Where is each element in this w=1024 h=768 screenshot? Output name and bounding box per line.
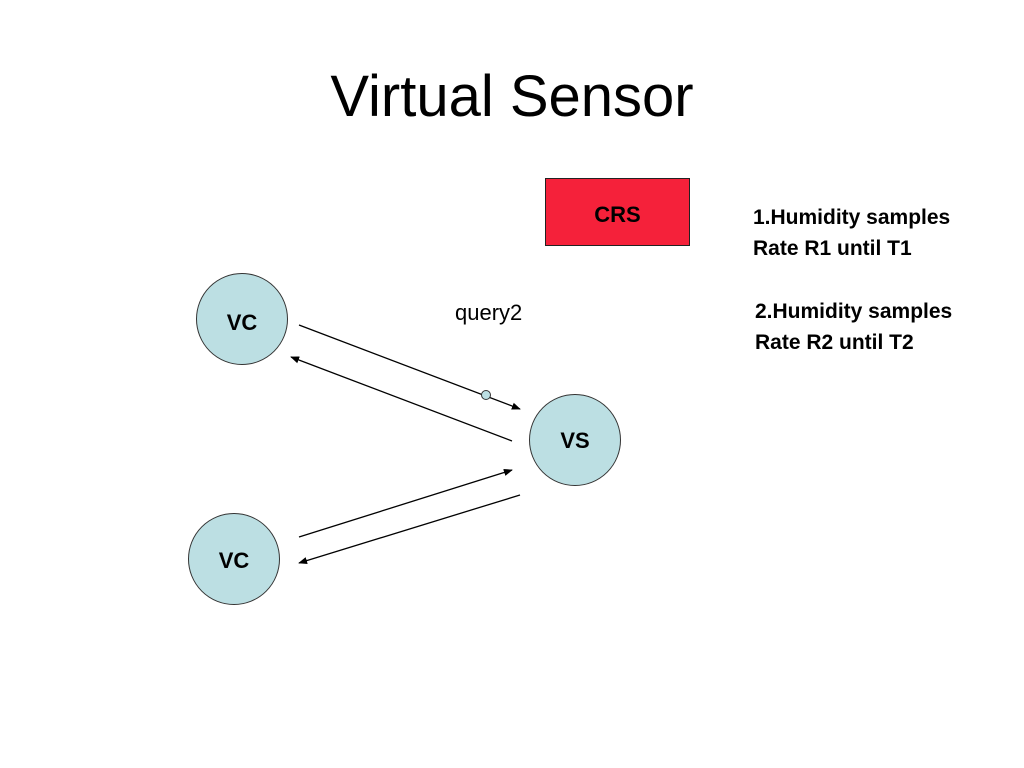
arrow-vs-to-vc-top bbox=[290, 356, 513, 442]
query-packet-dot bbox=[481, 390, 491, 400]
crs-label: CRS bbox=[594, 202, 641, 227]
note-1: 1.Humidity samples Rate R1 until T1 bbox=[753, 202, 950, 264]
crs-box: CRS bbox=[545, 178, 690, 246]
note-2-line-1: 2.Humidity samples bbox=[755, 300, 953, 323]
arrow-vc-bottom-to-vs bbox=[298, 468, 513, 538]
vc-node-bottom-label: VC bbox=[218, 548, 250, 573]
note-2-line-2: Rate R2 until T2 bbox=[755, 331, 914, 354]
vc-node-bottom: VC bbox=[188, 513, 280, 605]
query-label: query2 bbox=[455, 300, 523, 325]
note-2: 2.Humidity samples Rate R2 until T2 bbox=[755, 296, 952, 358]
slide-title: Virtual Sensor bbox=[330, 64, 694, 129]
note-1-line-1: 1.Humidity samples bbox=[753, 206, 951, 229]
vs-node-label: VS bbox=[560, 428, 590, 453]
vs-node: VS bbox=[529, 394, 621, 486]
note-1-line-2: Rate R1 until T1 bbox=[753, 237, 912, 260]
vc-node-top-label: VC bbox=[226, 310, 258, 335]
arrow-vs-to-vc-bottom bbox=[298, 494, 521, 565]
vc-node-top: VC bbox=[196, 273, 288, 365]
